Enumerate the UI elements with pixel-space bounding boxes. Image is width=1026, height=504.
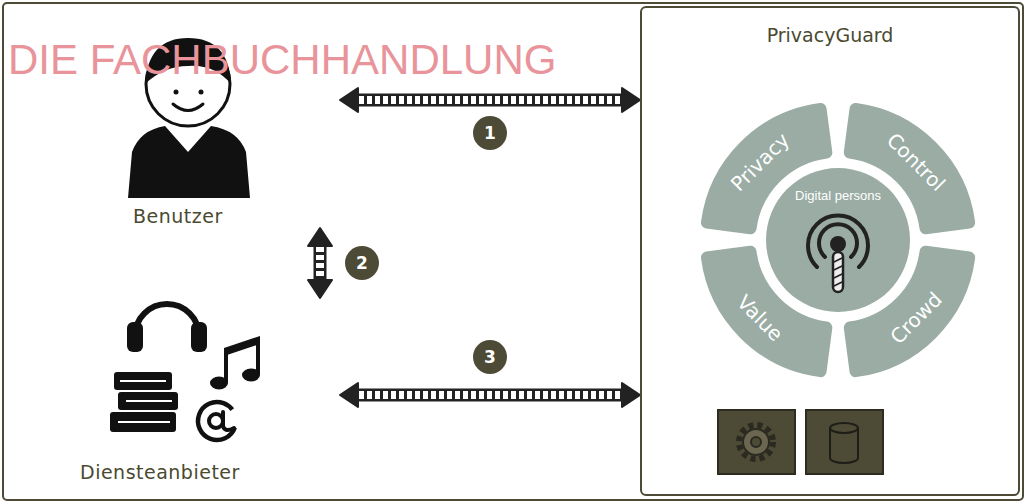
node-text: Diensteanbieter	[80, 461, 240, 483]
headphones-cup	[191, 322, 207, 352]
arrow-shaft	[356, 391, 624, 399]
core-fill	[766, 168, 910, 312]
callout-number: 3	[473, 340, 507, 374]
at-sign-tail	[223, 412, 234, 430]
arrow-head	[340, 383, 358, 407]
arrow-head	[308, 280, 332, 298]
mic-hatch	[834, 258, 842, 286]
arrow-shaft	[356, 94, 624, 107]
mic-head	[830, 236, 846, 252]
arrow-shaft	[316, 244, 324, 282]
user-eye	[174, 90, 179, 95]
music-head	[242, 369, 260, 382]
arrow-head	[340, 88, 358, 112]
band-fill	[707, 251, 826, 370]
arrow-shaft	[356, 389, 624, 402]
music-head	[210, 377, 228, 390]
user-smile	[173, 104, 203, 111]
watermark: DIE FACHBUCHHANDLUNG	[8, 36, 556, 84]
user-eye	[199, 90, 204, 95]
arrow-shaft	[316, 244, 324, 282]
callout-anchor: 2	[345, 246, 379, 280]
headphones-band	[135, 304, 199, 336]
storage-square	[806, 410, 883, 474]
double-arrow	[340, 383, 640, 407]
book-stripe	[118, 381, 172, 422]
callout-anchor: 3	[473, 340, 507, 374]
mic-stem	[833, 252, 843, 292]
watermark-anchor: DIE FACHBUCHHANDLUNG	[8, 36, 556, 84]
callout-number: 2	[345, 246, 379, 280]
callout-anchor: 1	[473, 116, 507, 150]
headphones-cup	[127, 322, 143, 352]
band-fill	[849, 251, 968, 370]
arrow-shaft	[314, 244, 327, 282]
gear-teeth	[739, 425, 773, 459]
user-body	[128, 126, 250, 198]
cylinder-top	[830, 423, 858, 433]
tool-squares	[718, 410, 883, 474]
music-beam	[224, 336, 260, 356]
node-text: Digital persons	[766, 188, 910, 203]
arrow-shaft	[356, 96, 624, 104]
double-arrow	[308, 228, 332, 298]
at-sign-ring	[193, 397, 242, 446]
arrow-shaft	[356, 391, 624, 399]
arrow-head	[622, 88, 640, 112]
service-icons	[110, 304, 260, 445]
gear-hub	[751, 437, 761, 447]
podcast-icon	[808, 216, 868, 292]
settings-square	[718, 410, 795, 474]
node-text: PrivacyGuard	[642, 24, 1018, 46]
arrow-shaft	[356, 96, 624, 104]
frame-border	[3, 3, 1023, 500]
arrow-head	[622, 383, 640, 407]
arrow-head	[308, 228, 332, 246]
callout-number: 1	[473, 116, 507, 150]
double-arrow	[340, 88, 640, 112]
gear-body	[743, 429, 769, 455]
at-sign-core	[209, 414, 223, 428]
node-text: Benutzer	[133, 205, 223, 227]
